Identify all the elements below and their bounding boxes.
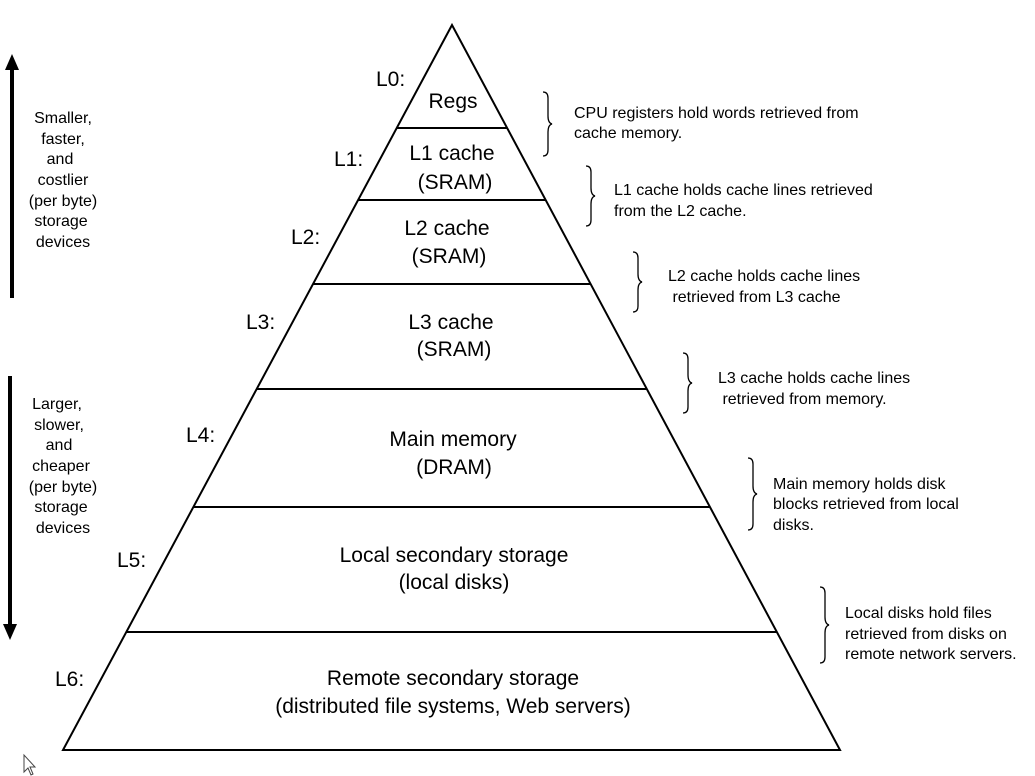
level-label-l5: L5:	[117, 549, 146, 572]
side-label-top: Smaller, faster, and costlier (per byte)…	[29, 110, 97, 251]
tier-l4-line: (DRAM)	[416, 456, 492, 479]
desc-l3-line: L3 cache holds cache lines	[718, 370, 910, 387]
tier-l6: Remote secondary storage (distributed fi…	[275, 667, 631, 718]
side-label-top-line: storage	[34, 213, 87, 230]
level-label-l4: L4:	[186, 424, 215, 447]
desc-l4-line: blocks retrieved from local	[773, 496, 959, 513]
side-label-bottom-line: cheaper	[32, 458, 90, 475]
tier-l3-line: L3 cache	[408, 311, 493, 334]
desc-l5-line: remote network servers.	[845, 646, 1017, 663]
desc-l1: L1 cache holds cache lines retrieved fro…	[614, 182, 873, 220]
pyramid-outline	[61, 22, 842, 751]
brace-icon	[632, 251, 643, 313]
desc-l4-line: disks.	[773, 517, 814, 534]
braces	[542, 91, 830, 664]
side-label-bottom-line: Larger,	[32, 396, 82, 413]
brace-icon	[585, 165, 596, 227]
level-label-l6: L6:	[55, 668, 84, 691]
desc-l5: Local disks hold files retrieved from di…	[845, 605, 1017, 663]
brace-icon	[819, 586, 830, 664]
up-arrow-icon	[5, 54, 19, 298]
tier-l5-line: Local secondary storage	[340, 544, 569, 567]
side-label-bottom-line: slower,	[34, 417, 84, 434]
desc-l0: CPU registers hold words retrieved from …	[574, 105, 859, 142]
tier-l0: Regs	[428, 90, 477, 113]
tier-l2: L2 cache (SRAM)	[404, 217, 489, 268]
desc-l5-line: Local disks hold files	[845, 605, 992, 622]
desc-l0-line: cache memory.	[574, 125, 682, 142]
side-label-bottom-line: storage	[34, 499, 87, 516]
tier-l2-line: (SRAM)	[412, 245, 487, 268]
side-label-bottom-line: devices	[36, 520, 90, 537]
tier-l5-line: (local disks)	[399, 571, 510, 594]
tier-l1-line: L1 cache	[409, 142, 494, 165]
desc-l1-line: from the L2 cache.	[614, 203, 747, 220]
desc-l2-line: retrieved from L3 cache	[668, 289, 841, 306]
side-label-top-line: and	[47, 151, 74, 168]
side-label-top-line: faster,	[41, 131, 85, 148]
side-label-top-line: devices	[36, 234, 90, 251]
side-label-bottom-line: and	[46, 437, 73, 454]
level-label-l3: L3:	[246, 311, 275, 334]
tier-dividers	[127, 127, 777, 633]
level-label-l1: L1:	[334, 148, 363, 171]
side-label-top-line: Smaller,	[34, 110, 92, 127]
tier-l6-line: (distributed file systems, Web servers)	[275, 695, 631, 718]
desc-l5-line: retrieved from disks on	[845, 626, 1007, 643]
desc-l2: L2 cache holds cache lines retrieved fro…	[668, 268, 860, 306]
desc-l3-line: retrieved from memory.	[718, 391, 887, 408]
desc-l3: L3 cache holds cache lines retrieved fro…	[718, 370, 910, 408]
tier-l1: L1 cache (SRAM)	[409, 142, 494, 194]
tier-l0-line: Regs	[428, 90, 477, 113]
mouse-cursor-icon	[23, 753, 37, 776]
desc-l2-line: L2 cache holds cache lines	[668, 268, 860, 285]
tier-l4-line: Main memory	[389, 428, 517, 451]
desc-l4-line: Main memory holds disk	[773, 476, 947, 493]
brace-icon	[542, 91, 553, 157]
tier-l2-line: L2 cache	[404, 217, 489, 240]
desc-l0-line: CPU registers hold words retrieved from	[574, 105, 859, 122]
desc-l1-line: L1 cache holds cache lines retrieved	[614, 182, 873, 199]
brace-icon	[682, 352, 693, 414]
level-label-l2: L2:	[291, 226, 320, 249]
side-label-top-line: costlier	[38, 172, 89, 189]
side-label-bottom: Larger, slower, and cheaper (per byte) s…	[29, 396, 97, 537]
desc-l4: Main memory holds disk blocks retrieved …	[773, 476, 959, 534]
side-label-bottom-line: (per byte)	[29, 479, 97, 496]
side-label-top-line: (per byte)	[29, 193, 97, 210]
tier-l6-line: Remote secondary storage	[327, 667, 579, 690]
tier-l5: Local secondary storage (local disks)	[340, 544, 569, 594]
tier-l1-line: (SRAM)	[418, 171, 493, 194]
level-label-l0: L0:	[376, 68, 405, 91]
tier-l3-line: (SRAM)	[417, 338, 492, 361]
tier-l4: Main memory (DRAM)	[389, 428, 517, 479]
tier-l3: L3 cache (SRAM)	[408, 311, 493, 361]
down-arrow-icon	[3, 376, 17, 640]
brace-icon	[747, 457, 758, 531]
